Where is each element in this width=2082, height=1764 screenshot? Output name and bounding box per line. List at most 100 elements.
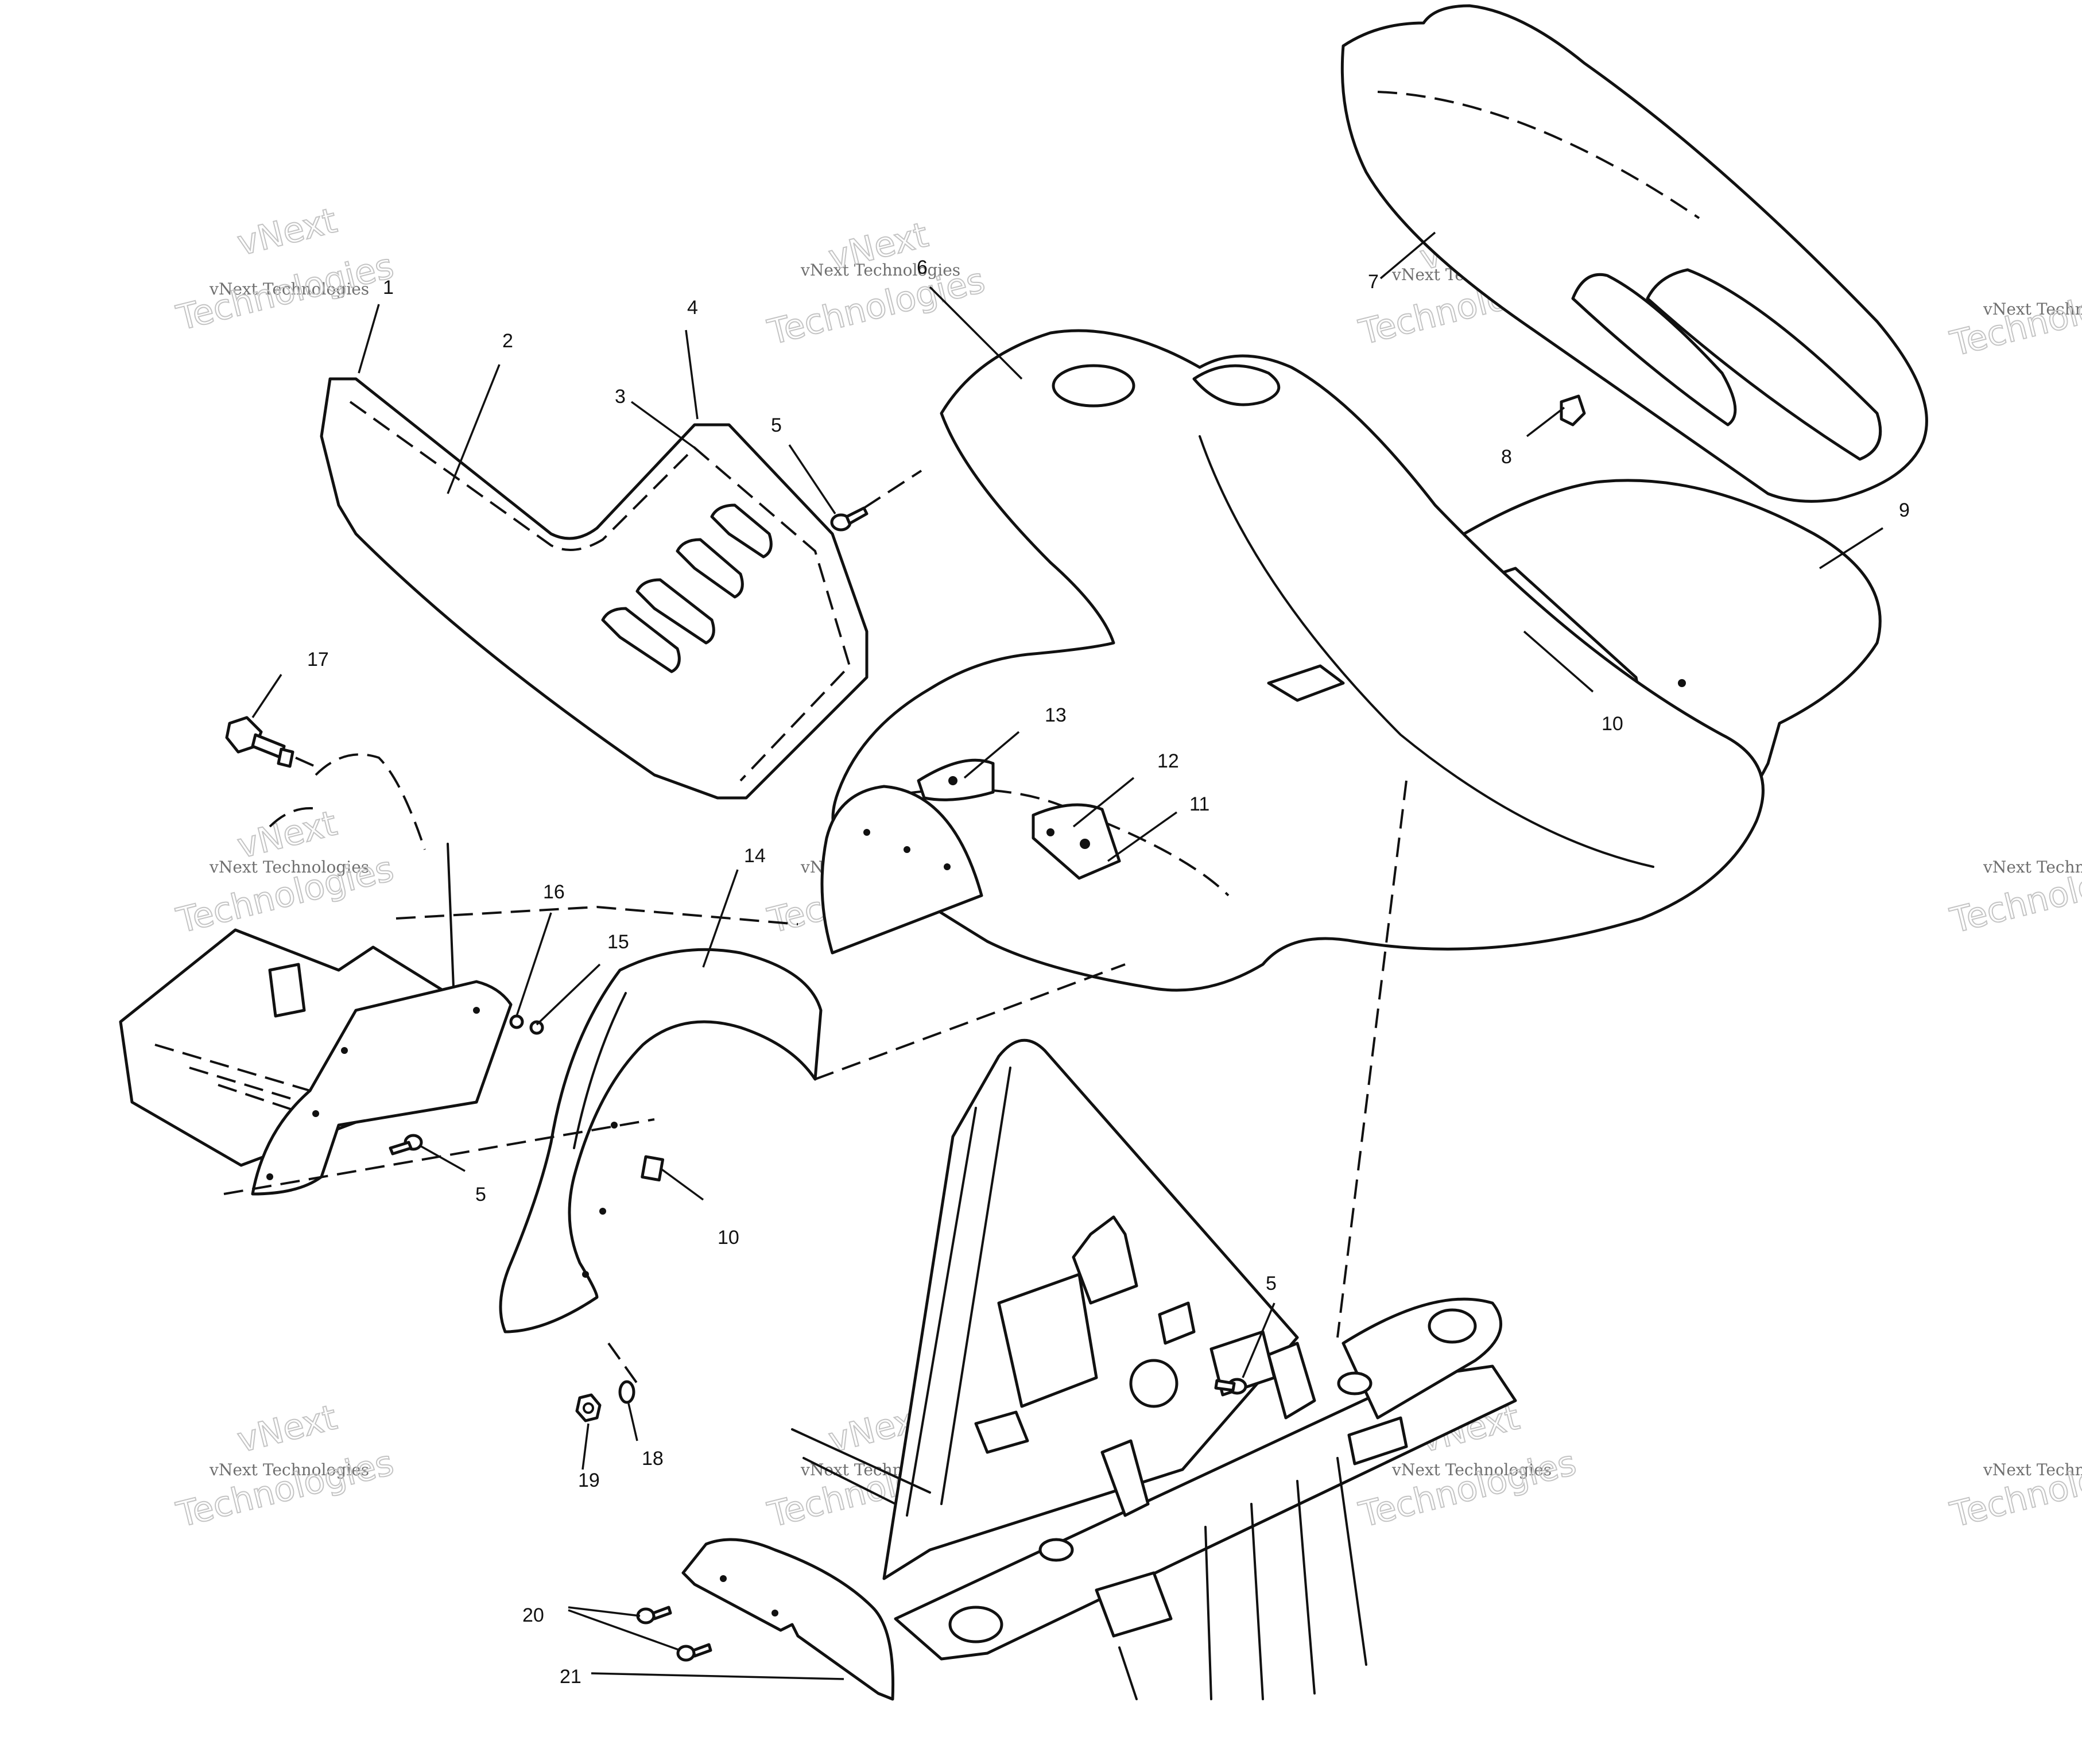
hidden-footrest-outline xyxy=(315,753,426,850)
frame-hole xyxy=(1428,1308,1477,1344)
watermark: vNext Techn Technolo xyxy=(1946,858,2082,942)
callout-12: 12 xyxy=(1157,750,1179,772)
callout-10-lower: 10 xyxy=(718,1227,739,1249)
watermark: vNext Techn Technolo xyxy=(1946,1459,2082,1536)
screw-head xyxy=(676,1645,696,1662)
callout-leader xyxy=(630,401,696,449)
callout-3: 3 xyxy=(615,386,626,408)
assembly-line xyxy=(815,963,1126,1080)
watermark-text: vNext Technologies xyxy=(1391,1460,1552,1479)
callout-leader xyxy=(702,869,739,968)
watermark: vNext Technologies vNext Technologies xyxy=(763,214,990,354)
part-20-screw xyxy=(636,1606,672,1625)
part-16-washer xyxy=(509,1014,524,1029)
frame-edge-line xyxy=(802,1457,897,1505)
fender-flare-body xyxy=(499,948,823,1333)
watermark-text: vNext Techn xyxy=(1983,300,2082,319)
callout-21: 21 xyxy=(560,1666,581,1688)
seat-grab-handle xyxy=(1646,268,1882,461)
callout-leader xyxy=(581,1423,590,1470)
callout-8: 8 xyxy=(1501,446,1512,468)
callout-7: 7 xyxy=(1368,271,1379,293)
side-panel-outline xyxy=(320,377,869,800)
seat-grab-handle xyxy=(1571,273,1737,427)
watermark-text: vNext xyxy=(234,200,341,263)
side-panel-vent xyxy=(635,578,715,645)
callout-leader xyxy=(358,304,380,374)
frame-slot xyxy=(974,1410,1029,1454)
assembly-line xyxy=(396,905,798,925)
watermark: vNext Technologies vNext Technologies xyxy=(172,802,398,942)
frame-leg xyxy=(1204,1526,1212,1700)
fender-edge-line xyxy=(1199,435,1654,868)
side-panel-vent xyxy=(710,503,773,559)
part-2-side-panel xyxy=(320,377,869,800)
frame-cutout xyxy=(997,1273,1098,1408)
watermark-text: vNext Technologies xyxy=(800,261,960,280)
callout-17: 17 xyxy=(307,649,329,670)
callout-19: 19 xyxy=(578,1470,600,1491)
callout-leader xyxy=(963,731,1020,779)
part-11-nut xyxy=(1080,839,1090,849)
footwell-hole xyxy=(473,1007,480,1014)
callout-2: 2 xyxy=(502,330,513,352)
part-20-screw xyxy=(676,1643,712,1662)
assembly-line xyxy=(1336,780,1408,1338)
callout-6: 6 xyxy=(917,257,928,278)
callout-leader xyxy=(1072,777,1135,828)
callout-labels: 1 2 3 4 5 6 7 8 9 10 11 12 13 14 15 16 1… xyxy=(307,257,1910,1688)
callout-20: 20 xyxy=(522,1604,544,1626)
callout-14: 14 xyxy=(744,845,766,867)
side-panel-vent xyxy=(601,607,681,673)
fender-hole xyxy=(611,1122,618,1129)
screw-shank xyxy=(652,1606,672,1620)
callout-5-frame: 5 xyxy=(1266,1273,1277,1294)
callout-5: 5 xyxy=(771,414,782,436)
callout-leader xyxy=(1526,406,1565,437)
tank-cutout xyxy=(1192,364,1281,406)
watermark: vNext Technologies vNext Technologies xyxy=(172,1397,398,1536)
callout-leader xyxy=(591,1672,844,1680)
watermark-text: vNext xyxy=(234,1397,341,1460)
callout-leader xyxy=(1819,527,1883,569)
splash-guard-hole xyxy=(720,1575,727,1582)
footrest-assembly xyxy=(119,753,513,1196)
callout-11: 11 xyxy=(1189,793,1209,815)
frame-slot xyxy=(1158,1301,1196,1345)
callout-leader xyxy=(418,1144,466,1172)
fender-hole xyxy=(904,846,910,853)
frame-hole xyxy=(1337,1371,1373,1395)
fender-hole xyxy=(1678,679,1686,687)
fender-hole xyxy=(944,863,951,870)
watermark-text: vNext Technologies xyxy=(209,858,369,877)
callout-leader xyxy=(515,912,552,1017)
screw-shank xyxy=(845,506,869,525)
callout-leader xyxy=(659,1167,704,1201)
frame-receiver xyxy=(1347,1416,1408,1466)
frame-leg xyxy=(1118,1646,1138,1700)
frame-receiver xyxy=(1095,1571,1173,1638)
seat-seam-line xyxy=(1377,91,1700,219)
part-21-splash-guard xyxy=(681,1538,895,1701)
callout-leader xyxy=(685,329,699,420)
assembly-line xyxy=(295,757,322,770)
hidden-footrest-outline xyxy=(269,807,322,828)
callout-leader xyxy=(1379,231,1436,280)
callout-leader xyxy=(929,286,1023,380)
callout-15: 15 xyxy=(607,931,629,953)
assembly-line xyxy=(607,1342,638,1385)
frame-hole xyxy=(1038,1538,1074,1562)
watermark-text: vNext Techn xyxy=(1983,1460,2082,1479)
part-5-screw xyxy=(830,506,869,532)
watermark-text: vNext Techn xyxy=(1983,858,2082,877)
watermark: vNext Techn Technolo xyxy=(1946,288,2082,365)
callout-leader xyxy=(627,1403,638,1441)
part-10-clip xyxy=(641,1155,665,1182)
fender-flare-edge xyxy=(573,992,627,1149)
screw-shank xyxy=(692,1643,712,1658)
footwell-hole xyxy=(312,1110,319,1117)
frame-leg xyxy=(1250,1503,1264,1700)
part-17-bolt xyxy=(225,716,294,768)
part-7-seat xyxy=(1340,4,1928,503)
frame-edge-line xyxy=(791,1428,931,1494)
